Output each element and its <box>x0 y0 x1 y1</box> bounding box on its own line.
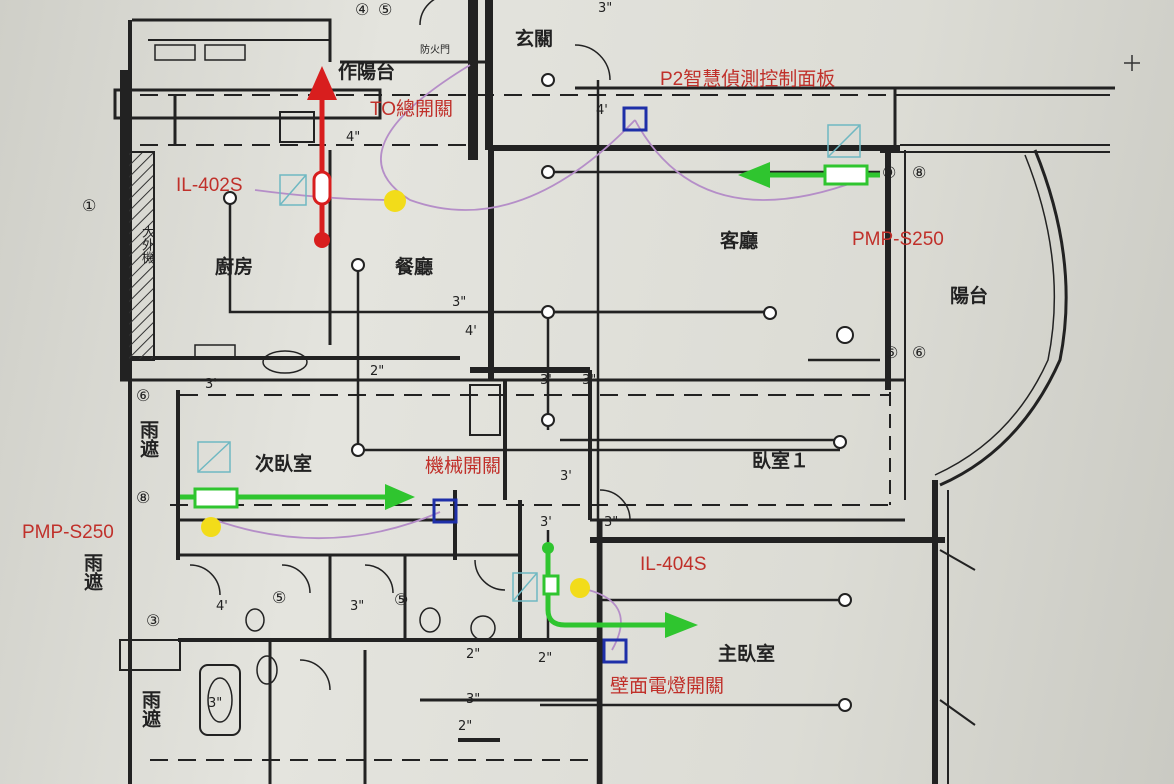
red-arrow <box>307 66 337 248</box>
dim-label: 3" <box>582 373 597 388</box>
room-master-bedroom: 主臥室 <box>718 643 776 665</box>
cyan-boxes <box>197 124 861 602</box>
room-kitchen: 廚房 <box>215 256 254 278</box>
fixture-icon <box>838 593 852 607</box>
pmp-left-label: PMP-S250 <box>22 522 114 543</box>
circuit-label: ⑧ <box>912 163 927 182</box>
switch-icons <box>432 106 648 664</box>
dim-label: 3' <box>540 373 552 388</box>
circuit-label: ⑥ <box>884 343 899 362</box>
control-panel-icon <box>622 106 648 132</box>
dim-label: 2" <box>458 719 473 734</box>
dim-label: 3" <box>208 696 223 711</box>
room-canopy-b: 雨遮 <box>81 553 103 591</box>
room-balcony-work: 作陽台 <box>338 61 396 83</box>
dim-label: 3' <box>540 515 552 530</box>
circuit-label: ⑤ <box>272 588 287 607</box>
il402s-label: IL-402S <box>176 175 243 196</box>
dim-label: 3" <box>452 295 467 310</box>
room-bedroom1: 臥室１ <box>752 450 810 472</box>
dim-label: 2" <box>538 651 553 666</box>
room-entrance: 玄關 <box>515 28 554 50</box>
fixture-icon <box>351 258 365 272</box>
room-outdoor-unit: 大外機 <box>139 225 154 264</box>
crosshair-icon <box>1124 55 1140 71</box>
fixture-icon <box>223 191 237 205</box>
circuit-label: ③ <box>146 611 161 630</box>
circuit-label: ⑥ <box>912 343 927 362</box>
pmp-right-label: PMP-S250 <box>852 229 944 250</box>
fixture-icon <box>541 305 555 319</box>
fixture-icon <box>541 165 555 179</box>
dim-label: 3' <box>560 469 572 484</box>
circuit-label: ⑤ <box>394 590 409 609</box>
dim-label: 3" <box>350 599 365 614</box>
sensor-icon <box>570 578 590 598</box>
sensor-icon <box>384 190 406 212</box>
fixture-icon <box>351 443 365 457</box>
fixture-points <box>223 73 854 712</box>
circuit-label: ① <box>82 196 97 215</box>
sensor-icons <box>201 190 590 598</box>
wall-switch-label: 壁面電燈開關 <box>610 676 725 697</box>
p2-panel-label: P2智慧偵測控制面板 <box>660 69 836 90</box>
fixture-icon <box>836 326 854 344</box>
room-canopy-a: 雨遮 <box>137 420 159 458</box>
room-living: 客廳 <box>720 230 759 252</box>
dim-label: 3" <box>598 1 613 16</box>
lighting-circuits <box>228 80 880 784</box>
room-dining: 餐廳 <box>395 256 434 278</box>
circuit-label: ⑥ <box>136 386 151 405</box>
dim-label: 3' <box>205 377 217 392</box>
mech-switch-label: 機械開關 <box>425 456 502 477</box>
room-balcony: 陽台 <box>950 285 989 307</box>
room-canopy-c: 雨遮 <box>139 690 161 728</box>
walls <box>113 0 1115 784</box>
dim-label: 4' <box>465 324 477 339</box>
green-arrows <box>180 162 880 638</box>
dim-label: 4' <box>216 599 228 614</box>
circuit-label: ④ <box>355 0 370 19</box>
switch-icon <box>432 498 458 524</box>
dim-label: 4' <box>596 103 608 118</box>
to-main-switch-label: TO總開關 <box>370 99 454 120</box>
room-second-bedroom: 次臥室 <box>255 453 313 475</box>
circuit-label: ⑨ <box>882 163 897 182</box>
dim-label: 3" <box>466 692 481 707</box>
il404s-label: IL-404S <box>640 554 707 575</box>
fixture-icon <box>763 306 777 320</box>
circuit-label: ⑤ <box>378 0 393 19</box>
fixture-icon <box>541 73 555 87</box>
fixture-icon <box>833 435 847 449</box>
dim-label: 2" <box>466 647 481 662</box>
dim-label: 4" <box>346 130 361 145</box>
dim-label: 3" <box>604 515 619 530</box>
fixture-icon <box>541 413 555 427</box>
circuit-label: ⑧ <box>136 488 151 507</box>
room-fire-door: 防火門 <box>420 45 450 56</box>
sensor-icon <box>201 517 221 537</box>
switch-icon <box>602 638 628 664</box>
fixture-icon <box>838 698 852 712</box>
dim-label: 2" <box>370 364 385 379</box>
